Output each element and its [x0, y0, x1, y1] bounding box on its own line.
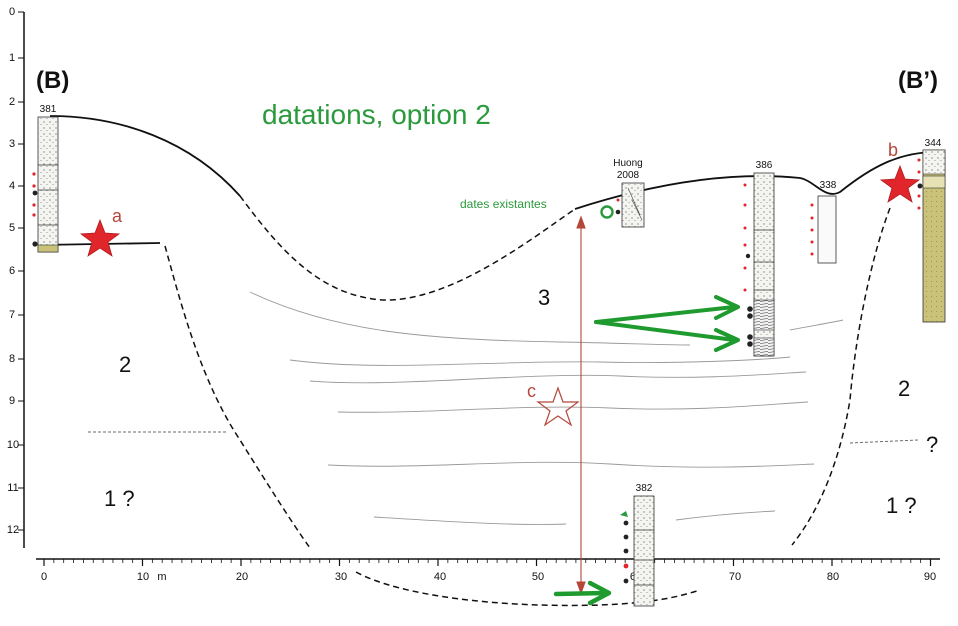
x-tick-label: 40 [434, 571, 446, 583]
depth-tick-label: 0 [9, 6, 15, 18]
borehole-label: 382 [636, 483, 653, 494]
x-tick-label: 70 [729, 571, 741, 583]
green-arrow-icon [596, 297, 738, 350]
hollow-star-icon [538, 388, 578, 425]
depth-tick-label: 10 [7, 439, 19, 451]
unit-label: ? [926, 432, 938, 457]
depth-tick-label: 11 [7, 482, 18, 494]
depth-tick-label: 2 [9, 96, 15, 108]
unit-boundary-right [850, 440, 918, 443]
depth-tick-label: 8 [9, 353, 15, 365]
borehole-344: 344 [918, 138, 946, 322]
depth-tick-label: 12 [7, 524, 19, 536]
borehole-382: 382 [620, 483, 654, 606]
depth-tick-label: 5 [9, 222, 15, 234]
depth-tick-label: 3 [9, 138, 15, 150]
unit-label: 3 [538, 285, 550, 310]
borehole-label: 344 [925, 138, 942, 149]
depth-axis: 0 1 2 3 4 5 6 7 8 9 10 11 12 [7, 6, 24, 548]
depth-range-arrow [577, 217, 585, 593]
x-tick-label: m [157, 571, 166, 583]
x-tick-label: 50 [532, 571, 544, 583]
borehole-label: Huong [613, 158, 642, 169]
x-tick-label: 0 [41, 571, 47, 583]
depth-tick-label: 9 [9, 395, 15, 407]
borehole-label: 386 [756, 160, 773, 171]
depth-tick-label: 6 [9, 265, 15, 277]
diagram-title: datations, option 2 [262, 99, 491, 130]
section-label-left: (B) [36, 67, 69, 94]
x-tick-label: 90 [924, 571, 936, 583]
depth-tick-label: 7 [9, 309, 15, 321]
unit-label: 1 ? [886, 493, 917, 518]
green-circle-icon [602, 207, 613, 218]
borehole-label: 381 [40, 104, 57, 115]
borehole-label: 338 [820, 180, 837, 191]
marker-label-c: c [527, 381, 536, 401]
ground-surface [40, 116, 944, 245]
horizontal-axis: 0 10 m 20 30 40 50 60 70 80 90 [36, 559, 940, 583]
red-star-icon [881, 166, 919, 202]
existing-dates-annotation: dates existantes [460, 197, 547, 211]
x-tick-label: 20 [236, 571, 248, 583]
borehole-381: 381 [32, 104, 58, 252]
marker-label-a: a [112, 206, 123, 226]
x-tick-label: 10 [137, 571, 149, 583]
depth-tick-label: 4 [9, 180, 15, 192]
x-tick-label: 30 [335, 571, 347, 583]
section-label-right: (B’) [898, 67, 938, 94]
borehole-huong-2008: Huong 2008 [613, 158, 644, 227]
x-tick-label: 80 [827, 571, 839, 583]
unit-label: 2 [119, 352, 131, 377]
depth-tick-label: 1 [9, 52, 15, 64]
borehole-386: 386 [744, 160, 775, 356]
borehole-338: 338 [811, 180, 837, 263]
borehole-label: 2008 [617, 170, 640, 181]
unit-label: 2 [898, 376, 910, 401]
marker-label-b: b [888, 140, 898, 160]
unit-label: 1 ? [104, 486, 135, 511]
